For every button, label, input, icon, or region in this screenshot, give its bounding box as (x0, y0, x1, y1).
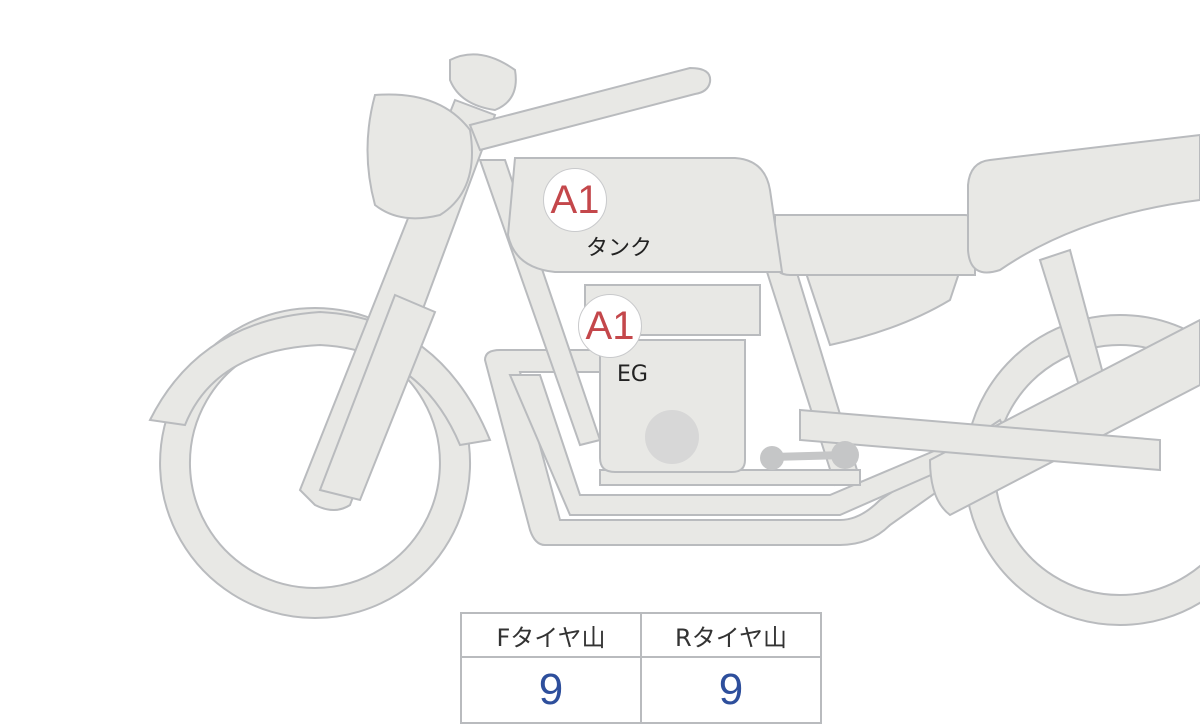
grade-badge-tank: A1 (543, 168, 607, 232)
rear-tire-header: Rタイヤ山 (640, 612, 822, 658)
part-label-tank: タンク (586, 236, 653, 261)
fork-boot (318, 293, 437, 502)
front-tire-header: Fタイヤ山 (460, 612, 642, 658)
handlebar (468, 66, 712, 152)
tire-tread-table: Fタイヤ山 Rタイヤ山 9 9 (460, 612, 822, 724)
grade-badge-engine: A1 (578, 294, 642, 358)
exhaust-pipe (483, 349, 1012, 546)
swingarm (928, 318, 1200, 517)
headlight (366, 93, 473, 220)
part-label-engine: EG (617, 362, 648, 387)
rear-cowl (967, 133, 1200, 274)
swingarm-front (799, 408, 1161, 472)
side-cover (803, 269, 962, 347)
mirror-stem (449, 53, 517, 112)
seat (774, 214, 976, 276)
frame-lower (599, 469, 861, 486)
rear-tire-value: 9 (640, 656, 822, 724)
front-tire-value: 9 (460, 656, 642, 724)
footpeg-icon (760, 441, 859, 470)
engine-cover (645, 410, 699, 464)
engine-block (599, 339, 746, 473)
